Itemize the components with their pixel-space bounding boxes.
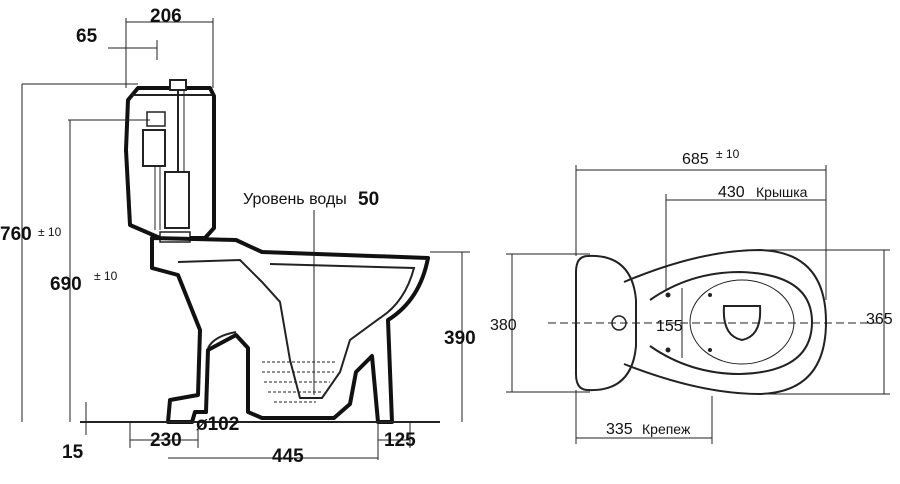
dim-outlet-offset: 230 — [150, 430, 182, 451]
dim-tank-offset: 65 — [76, 26, 98, 47]
dim-front-overhang: 125 — [384, 430, 416, 451]
dim-width-right: 365 — [866, 311, 893, 328]
dim-total-length: 685 — [682, 151, 709, 168]
fill-valve — [142, 90, 191, 243]
dim-base-offset: 15 — [62, 442, 84, 463]
top-view: 685 ± 10 430 Крышка 380 365 155 335 Креп… — [490, 147, 893, 444]
bowl-top-outline — [623, 248, 828, 396]
dim-mount-distance: 335 — [606, 421, 633, 438]
dim-lid-length: 430 — [718, 184, 745, 201]
dim-seat-height-tol: ± 10 — [94, 269, 118, 283]
dim-total-height: 760 — [0, 224, 32, 245]
flush-button — [169, 79, 187, 91]
dim-total-length-tol: ± 10 — [716, 147, 740, 161]
tank-top-outline — [575, 254, 637, 392]
bowl-outline — [150, 236, 430, 424]
dim-outlet-diameter: ø102 — [196, 414, 239, 435]
bowl-trapway — [177, 258, 416, 399]
seat-outline — [649, 270, 814, 376]
dim-total-height-tol: ± 10 — [38, 225, 62, 239]
dim-bolt-spacing: 155 — [656, 318, 683, 335]
dim-seat-height: 690 — [50, 274, 82, 295]
dim-width-left: 380 — [490, 317, 517, 334]
inner-bowl — [689, 279, 795, 365]
side-view: 206 65 760 ± 10 690 ± 10 390 Уровень вод… — [0, 6, 476, 467]
drain-opening — [722, 305, 762, 342]
water-level-label: Уровень воды — [243, 191, 347, 208]
dim-tank-width: 206 — [150, 6, 182, 27]
dim-bowl-height: 390 — [444, 328, 476, 349]
water-hatching — [262, 361, 336, 403]
dim-bowl-length: 445 — [272, 446, 304, 467]
dim-mount-label: Крепеж — [642, 421, 691, 437]
dim-lid-label: Крышка — [756, 184, 808, 200]
water-level-value: 50 — [358, 189, 379, 210]
